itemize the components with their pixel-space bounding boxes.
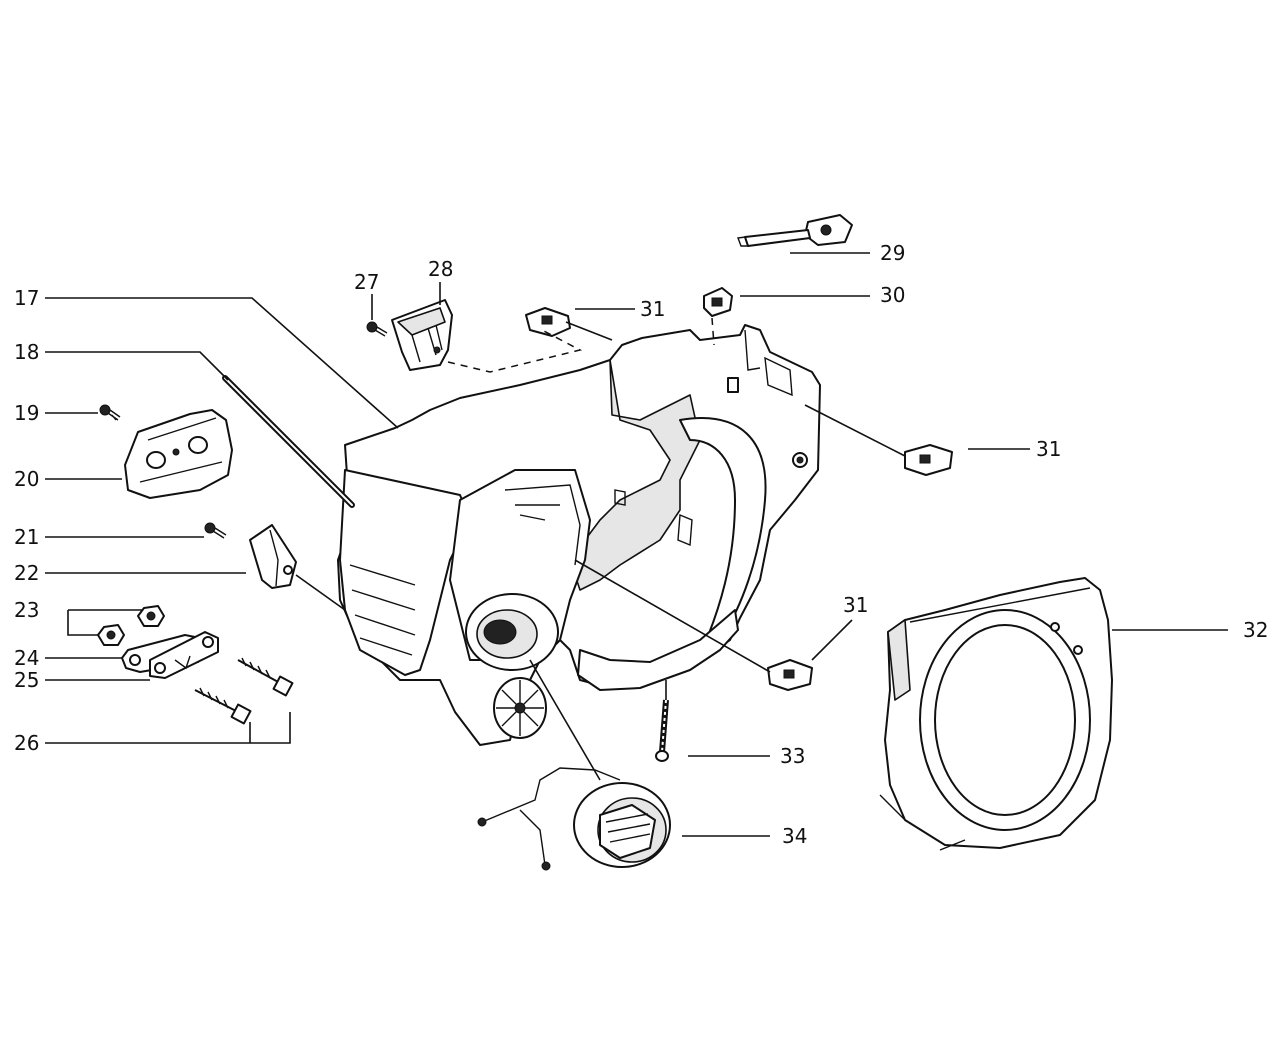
callout-24: 24 (14, 646, 39, 670)
assembly-lines (447, 317, 715, 373)
callout-23: 23 (14, 598, 39, 622)
callout-labels: 17 18 19 20 21 22 23 24 25 26 27 28 29 3… (14, 241, 1268, 848)
callout-20: 20 (14, 467, 39, 491)
part-32-cover (879, 577, 1113, 851)
callout-18: 18 (14, 340, 39, 364)
part-28-bracket (391, 299, 453, 371)
part-22-catcher (249, 524, 297, 589)
callout-22: 22 (14, 561, 39, 585)
callout-28: 28 (428, 257, 453, 281)
leader-lines (45, 252, 1228, 837)
callout-34: 34 (782, 824, 807, 848)
callout-33: 33 (780, 744, 805, 768)
part-20-side-plate (124, 409, 233, 499)
callout-27: 27 (354, 270, 379, 294)
part-25-tensioner (149, 631, 219, 679)
crankcase-housing (337, 324, 821, 746)
part-30-clip (703, 287, 733, 317)
part-31-clip-c (767, 659, 813, 691)
part-19-screw (99, 404, 121, 421)
callout-31-top: 31 (640, 297, 665, 321)
part-34-oil-cap (477, 767, 671, 871)
part-29-tool (737, 214, 853, 247)
callout-32: 32 (1243, 618, 1268, 642)
callout-30: 30 (880, 283, 905, 307)
callout-31-lower: 31 (843, 593, 868, 617)
part-27-screw (366, 321, 388, 337)
part-31-clip-a (525, 307, 571, 337)
part-23-nuts (97, 605, 165, 646)
callout-29: 29 (880, 241, 905, 265)
callout-26: 26 (14, 731, 39, 755)
part-31-clip-b (904, 444, 953, 476)
callout-21: 21 (14, 525, 39, 549)
callout-19: 19 (14, 401, 39, 425)
part-26-bolts (194, 657, 294, 725)
part-21-screw (204, 522, 227, 539)
callout-31-right: 31 (1036, 437, 1061, 461)
callout-25: 25 (14, 668, 39, 692)
callout-17: 17 (14, 286, 39, 310)
part-18-rod (222, 375, 355, 508)
part-33-bolt (655, 699, 669, 762)
